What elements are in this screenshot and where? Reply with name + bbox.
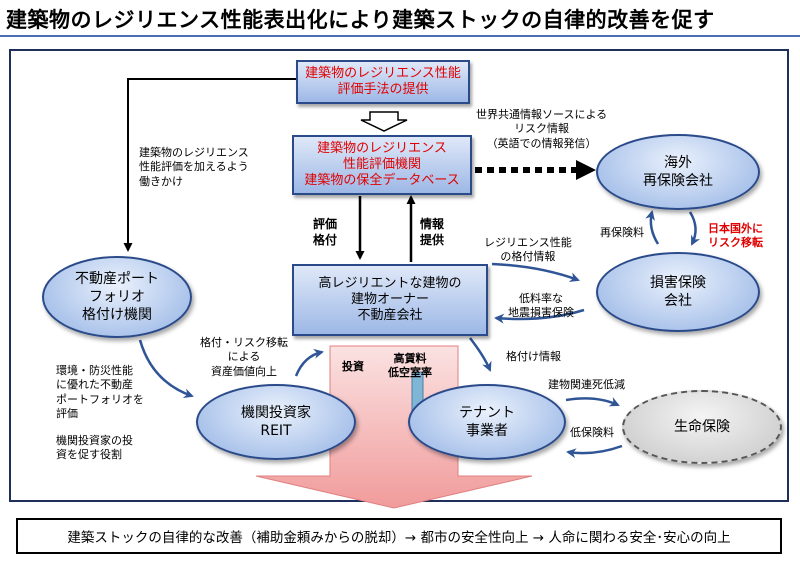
- investor-line2: REIT: [260, 423, 292, 439]
- rating-line1: 不動産ポート: [75, 270, 159, 287]
- label-env-disaster: 環境・防災性能 に優れた不動産 ポートフォリオを 評価: [56, 364, 144, 420]
- label-low-ins-fee: 低保険料: [570, 426, 614, 439]
- agency-box-line1: 建築物のレジリエンス: [317, 140, 447, 156]
- method-box-line1: 建築物のレジリエンス性能: [305, 65, 461, 81]
- label-low-premium: 低料率な 地震損害保険: [508, 292, 574, 320]
- label-invest: 投資: [342, 360, 364, 373]
- method-box: 建築物のレジリエンス性能 評価手法の提供: [296, 60, 470, 104]
- arrow-tenant-to-life: [565, 397, 620, 407]
- owner-box-line1: 高レジリエントな建物の: [318, 275, 462, 291]
- label-death-reduction: 建物関連死低減: [548, 378, 625, 391]
- arrow-worldwide-head: [576, 160, 596, 180]
- rating-agency-ellipse: 不動産ポート フォリオ 格付け機関: [42, 256, 192, 338]
- reinsurance-ellipse: 海外 再保険会社: [596, 134, 760, 210]
- connector-method-to-rating: [123, 78, 296, 252]
- label-worldwide: 世界共通情報ソースによる リスク情報 （英語での情報発信）: [476, 108, 608, 150]
- reins-line2: 再保険会社: [643, 173, 713, 189]
- tenant-line1: テナント: [459, 404, 515, 421]
- title-underline: [0, 35, 800, 37]
- arrow-rating-to-investor: [138, 339, 194, 399]
- hollow-down-arrow: [360, 111, 408, 132]
- arrow-insurer-to-owner: [494, 308, 585, 324]
- label-work-on: 建築物のレジリエンス 性能評価を加えるよう 働きかけ: [139, 146, 249, 188]
- tenant-line2: 事業者: [466, 423, 508, 439]
- label-rating-info: レジリエンス性能 の格付情報: [484, 236, 572, 264]
- insurer-ellipse: 損害保険 会社: [596, 252, 760, 332]
- tenant-ellipse: テナント 事業者: [408, 384, 566, 460]
- arrow-insurer-to-reins: [645, 210, 660, 245]
- reins-line1: 海外: [664, 154, 692, 171]
- method-box-line2: 評価手法の提供: [337, 82, 429, 97]
- arrow-owner-to-tenant: [469, 337, 492, 372]
- label-info: 情報 提供: [420, 217, 445, 247]
- bottom-summary: 建築ストックの自律的な改善（補助金頼みからの脱却）→ 都市の安全性向上 → 人命…: [16, 518, 782, 554]
- agency-box-line2: 性能評価機関: [342, 156, 421, 172]
- arrow-reins-to-insurer: [688, 211, 701, 246]
- label-reins-fee: 再保険料: [600, 226, 644, 239]
- arrow-owner-to-insurer: [491, 262, 580, 282]
- agency-box: 建築物のレジリエンス 性能評価機関 建築物の保全データベース: [292, 135, 472, 195]
- label-investor-role: 機関投資家の投 資を促す役割: [56, 434, 133, 462]
- rating-line3: 格付け機関: [82, 307, 152, 324]
- arrow-life-to-tenant: [566, 444, 623, 459]
- owner-box: 高レジリエントな建物の 建物オーナー 不動産会社: [292, 264, 488, 336]
- owner-box-line2: 建物オーナー: [350, 291, 429, 307]
- label-rating-info2: 格付け情報: [506, 350, 561, 363]
- label-asset-value: 格付・リスク移転 による 資産価値向上: [200, 336, 288, 378]
- investor-line1: 機関投資家: [241, 404, 311, 421]
- agency-box-line3: 建築物の保全データベース: [304, 173, 460, 189]
- label-risk-transfer: 日本国外に リスク移転: [708, 222, 763, 250]
- life-insurance-ellipse: 生命保険: [622, 390, 782, 464]
- label-high-rent: 高賃料 低空室率: [388, 352, 432, 380]
- rating-line2: フォリオ: [89, 288, 145, 305]
- insurer-line2: 会社: [664, 293, 692, 309]
- page-title: 建築物のレジリエンス性能表出化により建築ストックの自律的改善を促す: [6, 8, 715, 32]
- arrow-investor-to-owner: [294, 348, 324, 377]
- label-evaluation: 評価 格付: [313, 217, 338, 247]
- insurer-line1: 損害保険: [650, 274, 706, 291]
- life-line1: 生命保険: [674, 418, 730, 435]
- big-down-arrow: [255, 345, 533, 509]
- owner-box-line3: 不動産会社: [357, 308, 423, 324]
- investor-ellipse: 機関投資家 REIT: [196, 384, 356, 460]
